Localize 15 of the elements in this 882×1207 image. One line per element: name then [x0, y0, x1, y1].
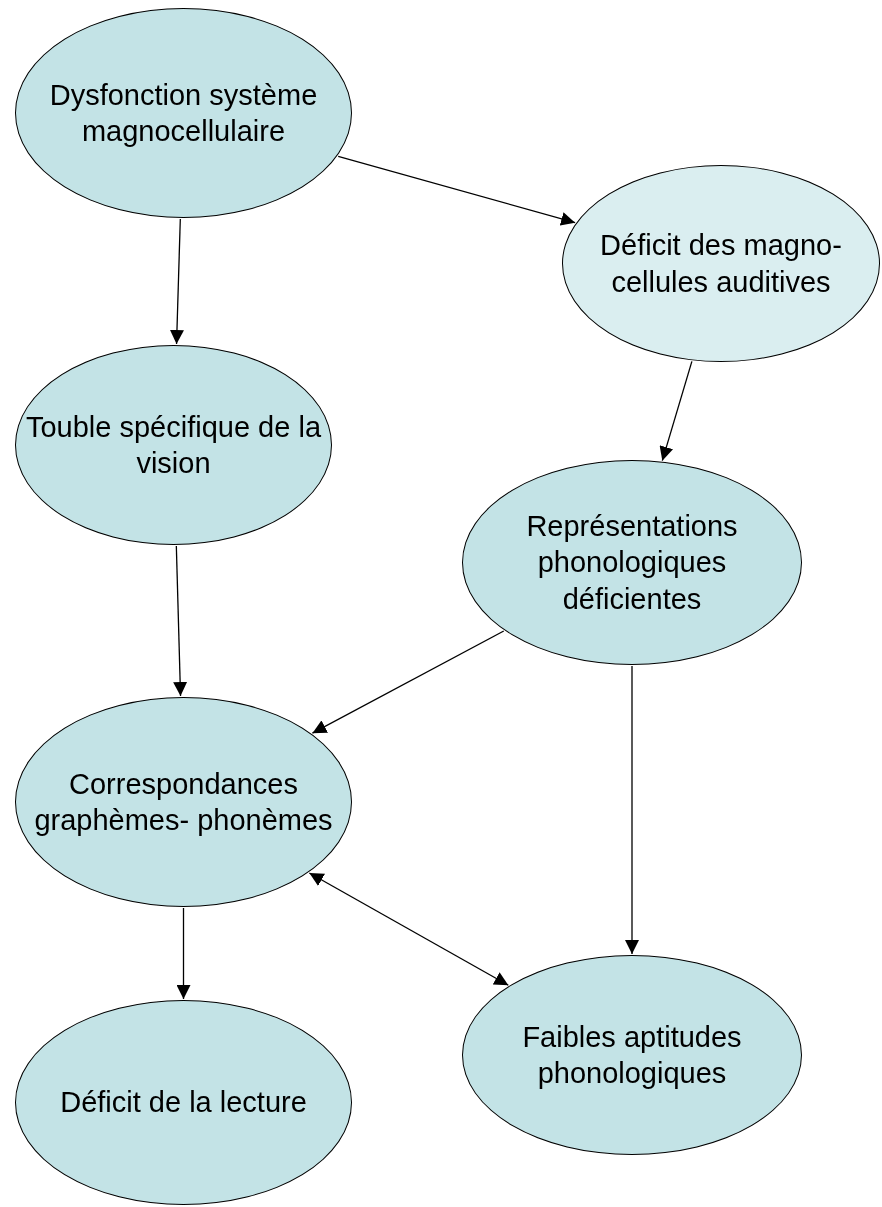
- arrow: [625, 665, 639, 955]
- arrow: [176, 907, 191, 1000]
- node-label: Déficit des magno- cellules auditives: [599, 228, 843, 300]
- arrow: [659, 360, 693, 462]
- node-label: Correspondances graphèmes- phonèmes: [33, 766, 334, 838]
- arrow: [337, 155, 576, 226]
- node-label: Faibles aptitudes phonologiques: [521, 1019, 743, 1091]
- node-label: Dysfonction système magnocellulaire: [48, 77, 319, 149]
- node-label: Déficit de la lecture: [60, 1085, 307, 1121]
- arrow: [311, 630, 505, 734]
- node-label: Représentations phonologiques déficientes: [525, 509, 739, 617]
- arrow: [308, 872, 509, 986]
- node-label: Touble spécifique de la vision: [24, 409, 322, 481]
- arrow: [169, 218, 184, 345]
- arrow: [173, 545, 188, 697]
